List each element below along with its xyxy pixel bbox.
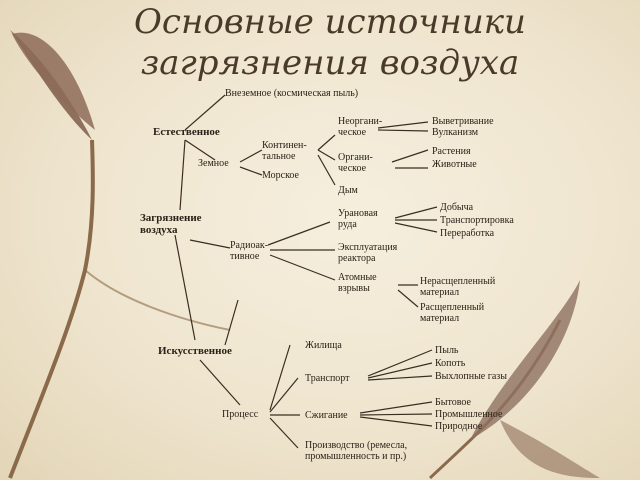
node-transport: Транспорт — [305, 373, 350, 384]
node-smoke: Дым — [338, 185, 358, 196]
node-mining: Добыча — [440, 202, 474, 213]
node-weathering: Выветривание — [432, 116, 494, 127]
node-dust: Пыль — [435, 345, 459, 356]
node-extraterrestrial: Внеземное (космическая пыль) — [225, 88, 359, 99]
node-inorganic: Неоргани- ческое — [338, 116, 383, 138]
node-processing: Переработка — [440, 228, 495, 239]
node-household: Бытовое — [435, 397, 471, 408]
node-continental: Континен- тальное — [262, 140, 307, 162]
node-production: Производство (ремесла, промышленность и … — [305, 440, 408, 462]
node-artificial: Искусственное — [158, 345, 232, 357]
slide-title-line-2: загрязнения воздуха — [140, 43, 520, 83]
node-animals: Животные — [432, 159, 477, 170]
node-dwellings: Жилища — [305, 340, 342, 351]
node-volcanoes: Вулканизм — [432, 127, 479, 138]
node-unfissioned-material: Нерасщепленный материал — [420, 276, 496, 298]
slide-title-line-1: Основные источники — [134, 2, 526, 42]
node-uranium-ore: Урановая руда — [338, 208, 378, 230]
node-exhaust-gases: Выхлопные газы — [435, 371, 507, 382]
node-air-pollution-root: Загрязнение воздуха — [140, 212, 202, 236]
node-plants: Растения — [432, 146, 471, 157]
node-marine: Морское — [262, 170, 299, 181]
node-natural: Естественное — [153, 126, 220, 138]
node-soot: Копоть — [435, 358, 466, 369]
node-combustion: Сжигание — [305, 410, 348, 421]
node-natural-source: Природное — [435, 421, 483, 432]
node-radioactive: Радиоак- тивное — [230, 240, 269, 262]
node-reactor-operation: Эксплуатация реактора — [338, 242, 398, 264]
node-transportation: Транспортировка — [440, 215, 514, 226]
node-terrestrial: Земное — [198, 158, 229, 169]
node-atomic-explosions: Атомные взрывы — [338, 272, 377, 294]
node-fissioned-material: Расщепленный материал — [420, 302, 485, 324]
node-organic: Органи- ческое — [338, 152, 373, 174]
node-process: Процесс — [222, 409, 259, 420]
node-industrial: Промышленное — [435, 409, 503, 420]
